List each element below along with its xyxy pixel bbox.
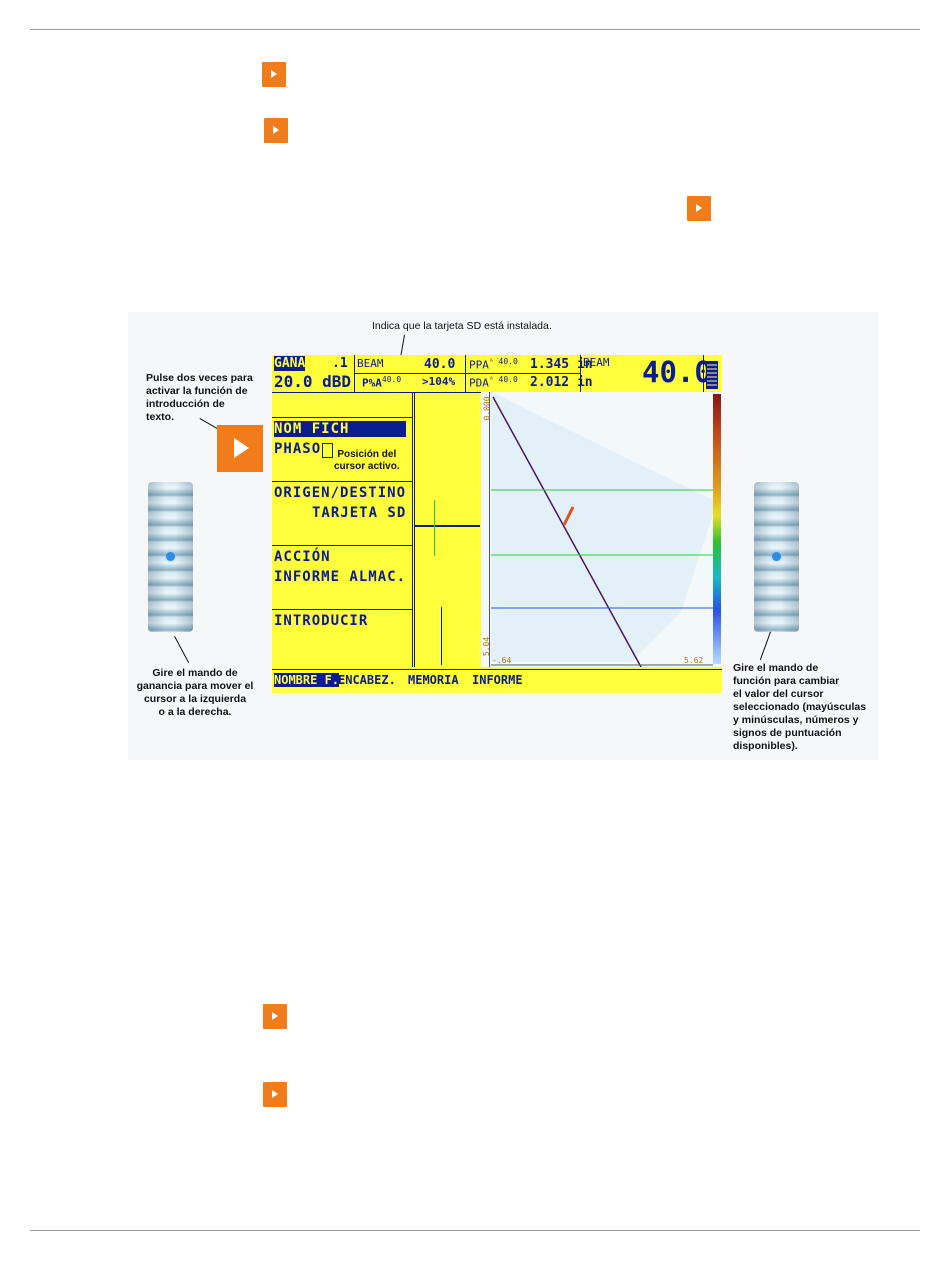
gain-step: .1 <box>332 356 348 371</box>
menu-div <box>272 417 412 418</box>
gain-value: 20.0 dBD <box>274 372 352 391</box>
enter-title: INTRODUCIR <box>274 613 369 629</box>
knob-dot-icon <box>166 552 175 561</box>
callout-sd-card: Indica que la tarjeta SD está instalada. <box>372 320 552 332</box>
color-palette <box>713 394 721 664</box>
tab-report[interactable]: INFORME <box>472 673 523 687</box>
beam-right-label: BEAM <box>583 356 610 369</box>
battery-icon <box>706 361 718 389</box>
tab-memory[interactable]: MEMORIA <box>408 673 459 687</box>
ppa-value: 1.345 in <box>530 357 593 372</box>
pda-label: PDAᴬ 40.0 <box>469 375 518 390</box>
menu-item-source[interactable]: ORIGEN/DESTINO TARJETA SD <box>272 483 412 545</box>
step-arrow-icon <box>687 196 711 221</box>
pda-value: 2.012 in <box>530 375 593 390</box>
beam-right-value: 40.0 <box>642 355 712 389</box>
sscan-weld-line <box>492 396 642 667</box>
depth-scale <box>481 392 490 667</box>
bottom-rule <box>30 1230 920 1231</box>
ascan-gate <box>434 500 435 556</box>
beam-value: 40.0 <box>424 357 456 372</box>
step-arrow-icon <box>262 62 286 87</box>
sscan-fan <box>491 392 717 662</box>
step-arrow-icon <box>263 1004 287 1029</box>
menu-item-filename[interactable]: NOM FICH PHASO <box>272 419 412 481</box>
instrument-screen: GANA .1 20.0 dBD BEAM 40.0 P%A40.0 >104%… <box>272 355 722 693</box>
play-arrow-icon[interactable] <box>217 425 263 472</box>
gain-label[interactable]: GANA <box>274 356 306 371</box>
menu-item-action[interactable]: ACCIÓN INFORME ALMAC. <box>272 547 412 609</box>
header-sep <box>580 355 581 392</box>
action-title: ACCIÓN <box>274 549 331 565</box>
menu-div <box>272 609 412 610</box>
tab-filename[interactable]: NOMBRE F. <box>274 673 340 687</box>
psa-label: P%A40.0 <box>362 375 402 390</box>
callout-gain-knob: Gire el mando de ganancia para mover el … <box>136 667 254 718</box>
ascan-signal <box>414 525 480 527</box>
text-cursor <box>322 443 333 458</box>
indication <box>562 506 575 526</box>
ascan-gate2 <box>441 607 442 665</box>
ppa-label: PPAᴬ 40.0 <box>469 357 518 372</box>
x-right: 5.62 <box>684 656 704 665</box>
x-left: -.64 <box>492 656 512 665</box>
source-title: ORIGEN/DESTINO <box>274 485 407 501</box>
tab-header[interactable]: ENCABEZ. <box>338 673 396 687</box>
step-arrow-icon <box>264 118 288 143</box>
sscan-panel: 0.000 5.04 -.64 5.62 <box>481 392 722 667</box>
top-rule <box>30 29 920 30</box>
menu-div <box>272 545 412 546</box>
menu-sep <box>412 392 413 667</box>
gain-knob[interactable] <box>148 482 193 632</box>
menu-item-enter[interactable]: INTRODUCIR <box>272 611 412 667</box>
knob-dot-icon <box>772 552 781 561</box>
psa-value: >104% <box>422 375 456 388</box>
header-mid <box>354 373 580 374</box>
step-arrow-icon <box>263 1082 287 1107</box>
function-knob[interactable] <box>754 482 799 632</box>
filename-title: NOM FICH <box>274 421 406 437</box>
filename-value[interactable]: PHASO <box>274 441 322 457</box>
action-value: INFORME ALMAC. <box>274 569 407 585</box>
beam-label: BEAM <box>357 357 384 370</box>
header-sep <box>703 355 704 392</box>
callout-cursor-position: Posición del cursor activo. <box>334 449 400 472</box>
source-value: TARJETA SD <box>312 505 407 521</box>
callout-press-twice: Pulse dos veces para activar la función … <box>146 372 253 423</box>
callout-function-knob: Gire el mando de función para cambiar el… <box>733 662 867 752</box>
ascan-panel <box>413 392 481 667</box>
tabs-divider <box>272 669 722 670</box>
sscan-image <box>491 392 717 667</box>
menu-div <box>272 481 412 482</box>
ascan-baseline <box>414 392 415 667</box>
